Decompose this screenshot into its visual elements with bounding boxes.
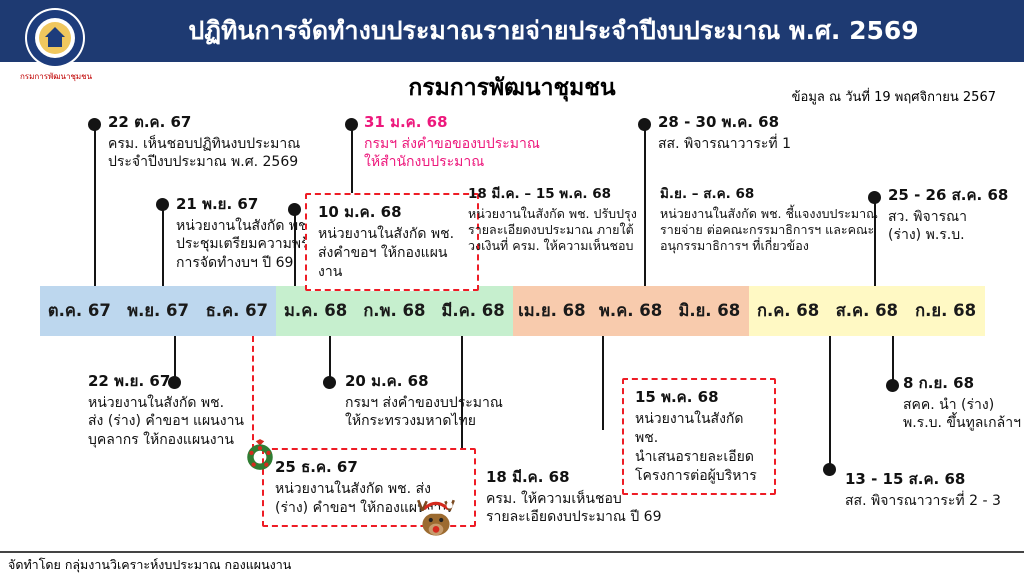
event-date: มิ.ย. – ส.ค. 68 [660, 186, 755, 202]
event-date: 22 ต.ค. 67 [108, 113, 192, 131]
event-date: 18 มี.ค. – 15 พ.ค. 68 [468, 186, 611, 202]
month-cell: ก.พ. 68 [355, 286, 434, 336]
data-as-of-date: ข้อมูล ณ วันที่ 19 พฤศจิกายน 2567 [791, 90, 996, 105]
event-text: หน่วยงานในสังกัด พช. ส่ง (ร่าง) คำขอฯ แผ… [88, 394, 245, 448]
event-dot [868, 191, 881, 204]
timeline-event: 18 มี.ค. 68 ครม. ให้ความเห็นชอบ รายละเอี… [486, 468, 662, 527]
timeline-month-bar: ต.ค. 67 พ.ย. 67 ธ.ค. 67 ม.ค. 68 ก.พ. 68 … [40, 286, 985, 336]
event-dot [156, 198, 169, 211]
event-dot [638, 118, 651, 131]
logo-caption: กรมการพัฒนาชุมชน [19, 72, 93, 81]
reindeer-icon [412, 496, 460, 548]
event-date: 15 พ.ค. 68 [635, 388, 719, 406]
timeline-event-highlight-box: 10 ม.ค. 68 หน่วยงานในสังกัด พช. ส่งคำขอฯ… [305, 193, 479, 291]
event-text: สคค. นำ (ร่าง) พ.ร.บ. ขึ้นทูลเกล้าฯ [903, 396, 1021, 432]
event-dot [345, 118, 358, 131]
timeline-event: มิ.ย. – ส.ค. 68 หน่วยงานในสังกัด พช. ชี้… [660, 186, 878, 254]
event-date: 21 พ.ย. 67 [176, 195, 259, 213]
month-cell: พ.ค. 68 [591, 286, 670, 336]
event-date: 22 พ.ย. 67 [88, 372, 171, 390]
event-dot [288, 203, 301, 216]
timeline-event: 18 มี.ค. – 15 พ.ค. 68 หน่วยงานในสังกัด พ… [468, 186, 637, 254]
timeline-event: 22 พ.ย. 67 หน่วยงานในสังกัด พช. ส่ง (ร่า… [88, 372, 244, 449]
event-date: 31 ม.ค. 68 [364, 113, 448, 131]
department-seal-icon [25, 8, 85, 68]
event-text: สว. พิจารณา (ร่าง) พ.ร.บ. [888, 208, 967, 244]
month-cell: มี.ค. 68 [433, 286, 513, 336]
connector-line [93, 125, 96, 286]
event-date: 13 - 15 ส.ค. 68 [845, 470, 966, 488]
connector-line [460, 336, 463, 466]
page-title: ปฏิทินการจัดทำงบประมาณรายจ่ายประจำปีงบปร… [188, 16, 919, 45]
event-dot [886, 379, 899, 392]
event-dot [323, 376, 336, 389]
timeline-event: 13 - 15 ส.ค. 68 สส. พิจารณาวาระที่ 2 - 3 [845, 470, 1001, 510]
month-cell: มิ.ย. 68 [670, 286, 749, 336]
dashed-connector-line [251, 336, 254, 450]
connector-line [828, 336, 831, 470]
event-date: 25 ธ.ค. 67 [275, 458, 358, 476]
month-cell: พ.ย. 67 [118, 286, 198, 336]
timeline-event-highlight-box: 15 พ.ค. 68 หน่วยงานในสังกัด พช. นำเสนอรา… [622, 378, 776, 495]
event-date: 20 ม.ค. 68 [345, 372, 429, 390]
connector-line [161, 205, 164, 286]
connector-line [293, 213, 296, 286]
footer-divider [0, 551, 1024, 553]
event-text: หน่วยงานในสังกัด พช. ปรับปรุง รายละเอียด… [468, 205, 637, 254]
event-dot [168, 376, 181, 389]
event-text: ครม. เห็นชอบปฏิทินงบประมาณ ประจำปีงบประม… [108, 135, 301, 171]
event-text: หน่วยงานในสังกัด พช. ส่งคำขอฯ ให้กองแผนง… [318, 226, 455, 281]
event-text: หน่วยงานในสังกัด พช. ชี้แจงงบประมาณ รายจ… [660, 205, 878, 254]
event-text: สส. พิจารณาวาระที่ 1 [658, 135, 791, 152]
event-text: กรมฯ ส่งคำของบประมาณ ให้กระทรวงมหาดไทย [345, 394, 503, 430]
month-cell: ก.ค. 68 [748, 286, 828, 336]
timeline-event: 8 ก.ย. 68 สคค. นำ (ร่าง) พ.ร.บ. ขึ้นทูลเ… [903, 374, 1021, 433]
month-cell: ก.ย. 68 [906, 286, 985, 336]
timeline-event: 25 - 26 ส.ค. 68 สว. พิจารณา (ร่าง) พ.ร.บ… [888, 186, 1008, 245]
event-text: หน่วยงานในสังกัด พช. นำเสนอรายละเอียด โค… [635, 411, 757, 484]
timeline-event: 21 พ.ย. 67 หน่วยงานในสังกัด พช. ประชุมเต… [176, 195, 326, 272]
event-date: 18 มี.ค. 68 [486, 468, 570, 486]
connector-line [873, 198, 876, 286]
timeline-event: 31 ม.ค. 68 กรมฯ ส่งคำขอของบประมาณ ให้สำน… [364, 113, 540, 172]
department-logo [24, 7, 86, 69]
department-name: กรมการพัฒนาชุมชน [408, 75, 616, 101]
event-date: 28 - 30 พ.ค. 68 [658, 113, 780, 131]
connector-line [328, 336, 331, 382]
footer-credit: จัดทำโดย กลุ่มงานวิเคราะห์งบประมาณ กองแผ… [8, 557, 292, 572]
event-text: ครม. ให้ความเห็นชอบ รายละเอียดงบประมาณ ป… [486, 490, 662, 526]
month-cell: เม.ย. 68 [512, 286, 592, 336]
event-text: กรมฯ ส่งคำขอของบประมาณ ให้สำนักงบประมาณ [364, 135, 540, 171]
month-cell: ธ.ค. 67 [197, 286, 277, 336]
connector-line [601, 336, 604, 430]
month-cell: ต.ค. 67 [40, 286, 119, 336]
event-dot [823, 463, 836, 476]
connector-line [891, 336, 894, 385]
timeline-event: 22 ต.ค. 67 ครม. เห็นชอบปฏิทินงบประมาณ ปร… [108, 113, 300, 172]
header-bar: ปฏิทินการจัดทำงบประมาณรายจ่ายประจำปีงบปร… [0, 0, 1024, 62]
event-date: 8 ก.ย. 68 [903, 374, 975, 392]
event-date: 25 - 26 ส.ค. 68 [888, 186, 1009, 204]
connector-line [173, 336, 176, 382]
event-text: สส. พิจารณาวาระที่ 2 - 3 [845, 492, 1001, 509]
month-cell: ส.ค. 68 [827, 286, 907, 336]
event-date: 10 ม.ค. 68 [318, 203, 402, 221]
connector-line [643, 125, 646, 286]
month-cell: ม.ค. 68 [276, 286, 355, 336]
event-dot [88, 118, 101, 131]
timeline-event: 20 ม.ค. 68 กรมฯ ส่งคำของบประมาณ ให้กระทร… [345, 372, 503, 431]
holly-wreath-icon [244, 438, 276, 476]
event-text: หน่วยงานในสังกัด พช. ประชุมเตรียมความพร้… [176, 217, 327, 271]
timeline-event: 28 - 30 พ.ค. 68 สส. พิจารณาวาระที่ 1 [658, 113, 791, 153]
